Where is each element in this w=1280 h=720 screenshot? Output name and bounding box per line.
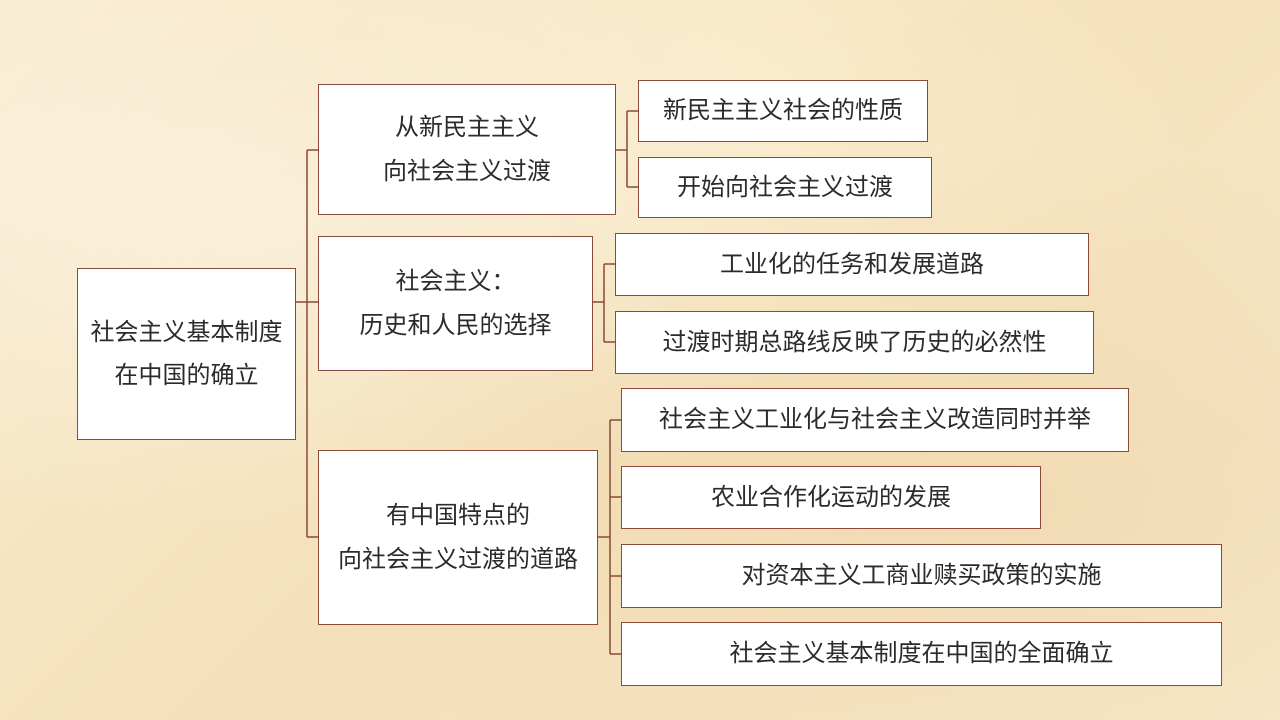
branch-1-line-1: 从新民主主义 <box>395 113 539 142</box>
leaf-label: 开始向社会主义过渡 <box>677 172 893 201</box>
leaf-node: 对资本主义工商业赎买政策的实施 <box>621 544 1222 608</box>
branch-node-chinese-path: 有中国特点的 向社会主义过渡的道路 <box>318 450 598 625</box>
root-line-2: 在中国的确立 <box>114 361 259 389</box>
leaf-label: 社会主义工业化与社会主义改造同时并举 <box>659 405 1091 434</box>
branch-1-line-2: 向社会主义过渡 <box>383 156 551 185</box>
connector-branch-3 <box>598 419 621 655</box>
leaf-label: 新民主主义社会的性质 <box>663 96 903 125</box>
leaf-node: 工业化的任务和发展道路 <box>615 233 1089 296</box>
connector-branch-1 <box>616 110 638 188</box>
branch-3-line-1: 有中国特点的 <box>386 501 530 530</box>
leaf-node: 新民主主义社会的性质 <box>638 80 928 142</box>
leaf-node: 社会主义工业化与社会主义改造同时并举 <box>621 388 1129 452</box>
branch-3-line-2: 向社会主义过渡的道路 <box>338 544 578 573</box>
root-line-1: 社会主义基本制度 <box>90 317 283 346</box>
root-node: 社会主义基本制度 在中国的确立 <box>77 268 296 440</box>
connector-root-trunk <box>296 149 318 538</box>
branch-2-line-1: 社会主义： <box>395 267 516 296</box>
leaf-label: 农业合作化运动的发展 <box>711 482 951 511</box>
branch-node-choice: 社会主义： 历史和人民的选择 <box>318 236 593 371</box>
leaf-node: 社会主义基本制度在中国的全面确立 <box>621 622 1222 686</box>
leaf-node: 农业合作化运动的发展 <box>621 466 1041 529</box>
connector-branch-2 <box>593 263 615 343</box>
leaf-label: 社会主义基本制度在中国的全面确立 <box>729 639 1114 668</box>
branch-node-transition: 从新民主主义 向社会主义过渡 <box>318 84 616 215</box>
leaf-node: 开始向社会主义过渡 <box>638 157 932 218</box>
leaf-label: 对资本主义工商业赎买政策的实施 <box>741 561 1102 590</box>
leaf-label: 工业化的任务和发展道路 <box>720 249 984 278</box>
branch-2-line-2: 历史和人民的选择 <box>359 310 552 339</box>
leaf-node: 过渡时期总路线反映了历史的必然性 <box>615 311 1094 374</box>
leaf-label: 过渡时期总路线反映了历史的必然性 <box>662 327 1047 356</box>
